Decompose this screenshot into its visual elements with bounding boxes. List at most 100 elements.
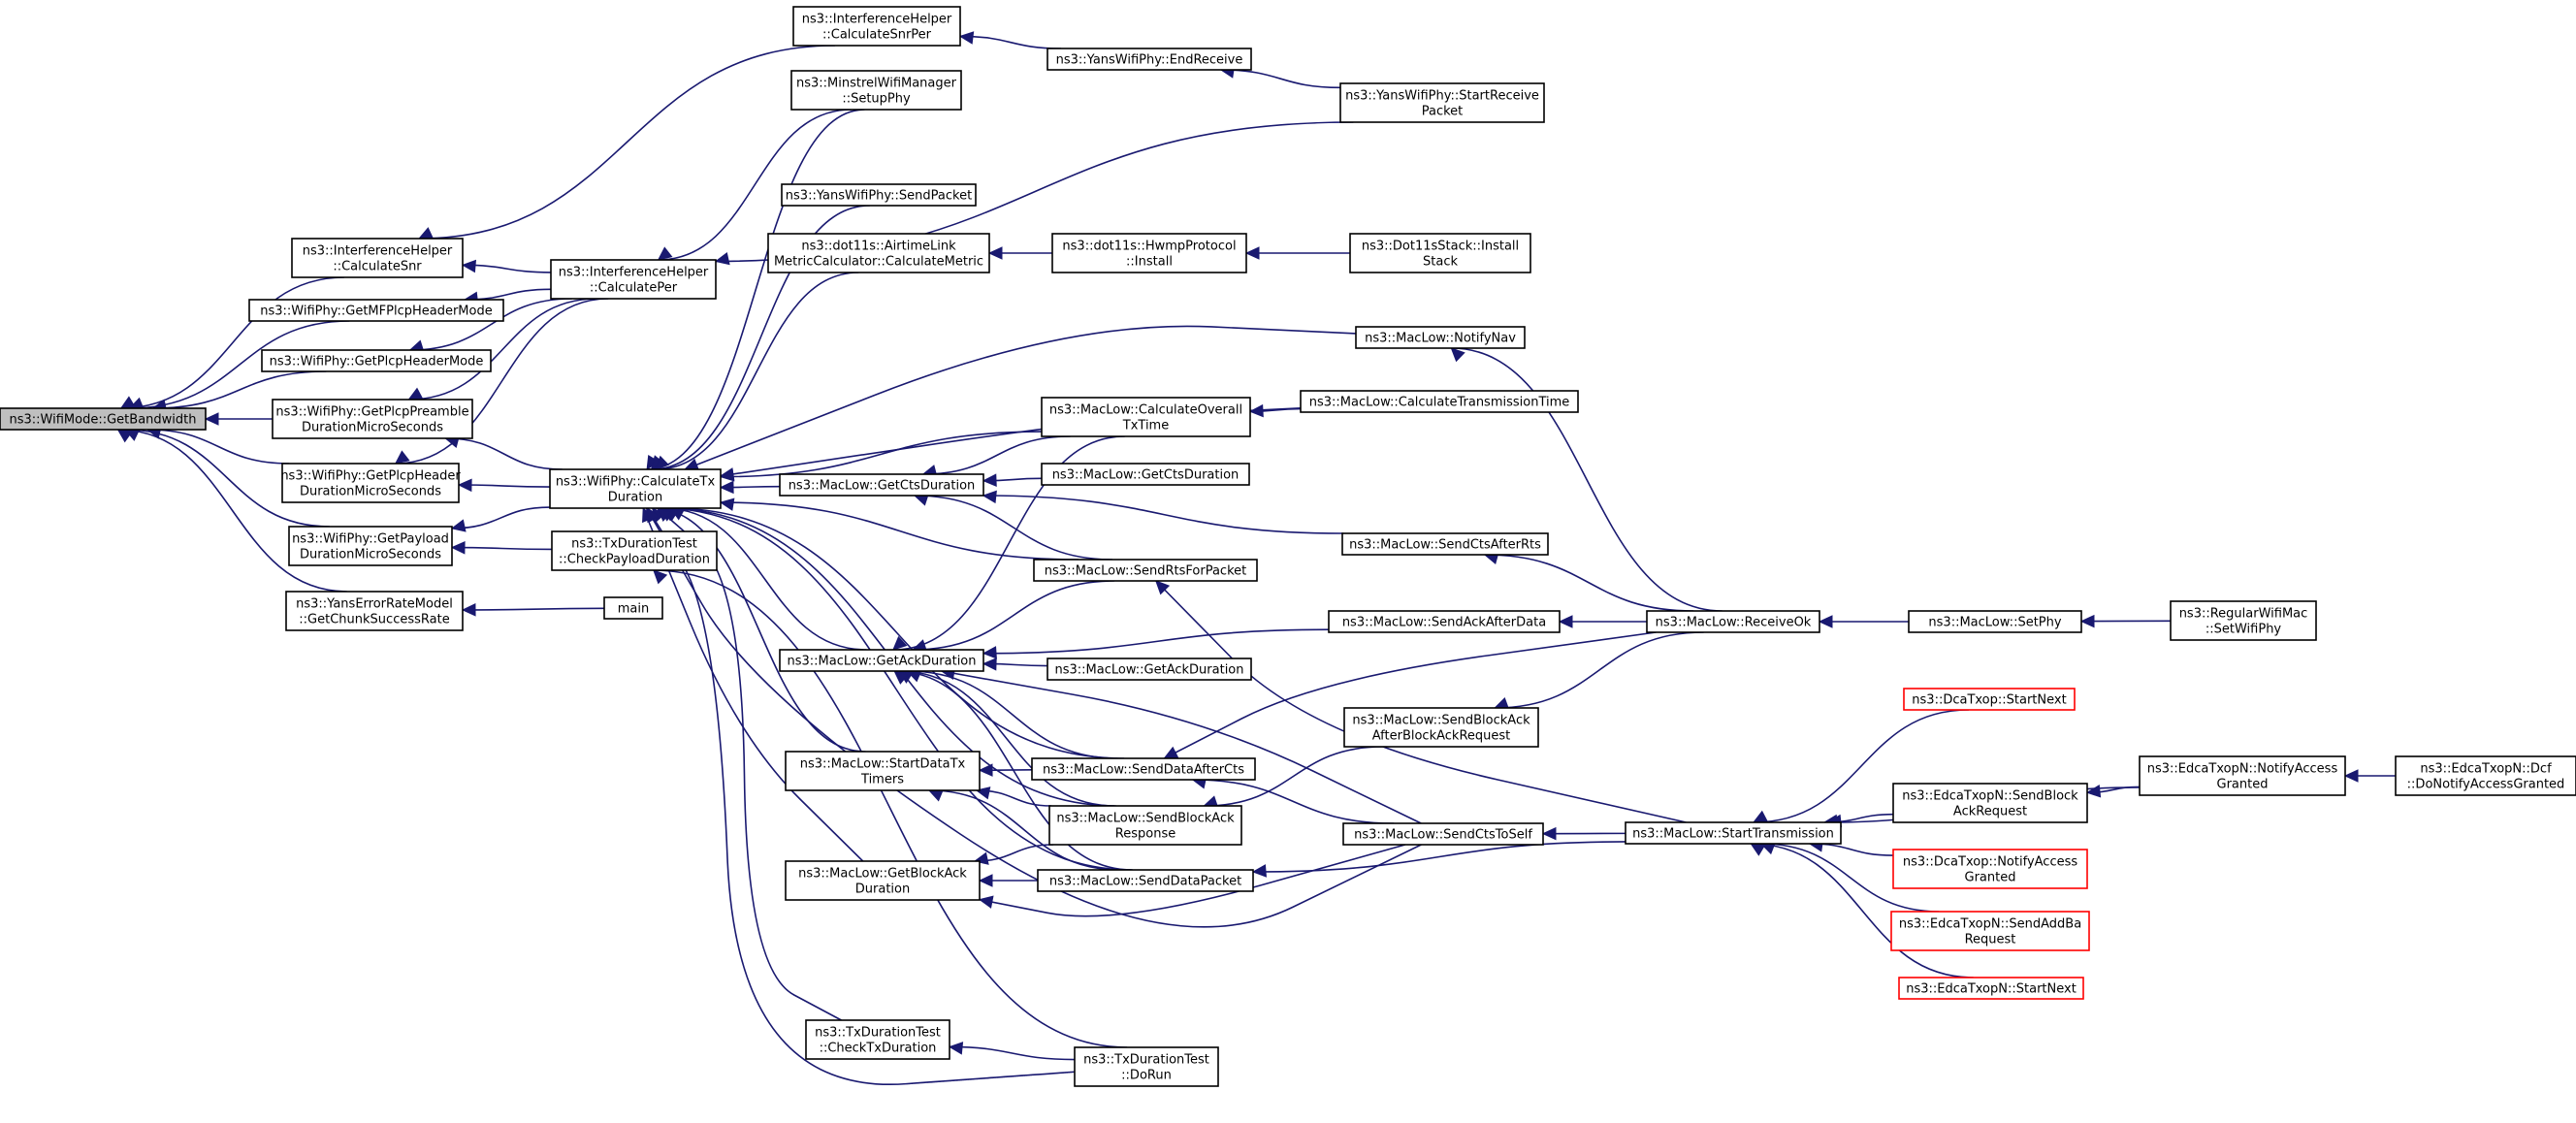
graph-node-n48[interactable]: ns3::TxDurationTest::CheckTxDuration <box>805 1019 950 1060</box>
node-label: ns3::MacLow::SendDataAfterCts <box>1043 763 1244 778</box>
graph-node-n09[interactable]: ns3::InterferenceHelper::CalculatePer <box>550 259 717 300</box>
arrowhead-icon <box>2085 785 2102 798</box>
graph-node-n23[interactable]: ns3::MacLow::GetCtsDuration <box>779 473 984 497</box>
node-box <box>781 183 977 207</box>
graph-node-n31[interactable]: ns3::RegularWifiMac::SetWifiPhy <box>2170 600 2317 641</box>
graph-node-n06[interactable]: ns3::WifiPhy::GetPayloadDurationMicroSec… <box>288 526 453 566</box>
graph-node-n07[interactable]: ns3::YansErrorRateModel::GetChunkSuccess… <box>285 591 464 631</box>
graph-node-n30[interactable]: ns3::MacLow::SetPhy <box>1908 610 2082 633</box>
call-edge <box>1754 709 1969 823</box>
node-box <box>1908 610 2082 633</box>
node-box <box>767 233 990 273</box>
graph-node-n49[interactable]: ns3::TxDurationTest::DoRun <box>1074 1046 1219 1087</box>
node-label: ::GetChunkSuccessRate <box>299 613 449 627</box>
arrowhead-icon <box>982 646 997 659</box>
graph-node-n22[interactable]: ns3::MacLow::CalculateTransmissionTime <box>1300 390 1579 413</box>
graph-node-n13[interactable]: ns3::YansWifiPhy::EndReceive <box>1046 48 1252 71</box>
graph-node-n24[interactable]: ns3::MacLow::GetCtsDuration <box>1041 463 1250 486</box>
node-label: ns3::TxDurationTest <box>571 537 697 552</box>
node-box <box>790 70 962 111</box>
call-edge <box>1164 631 1657 759</box>
graph-node-n15[interactable]: ns3::MinstrelWifiManager::SetupPhy <box>790 70 962 111</box>
node-label: ns3::MacLow::SendDataPacket <box>1049 875 1241 889</box>
graph-node-n03[interactable]: ns3::WifiPhy::GetPlcpHeaderMode <box>261 349 492 372</box>
call-edge <box>982 495 1344 534</box>
graph-node-n45[interactable]: ns3::DcaTxop::NotifyAccessGranted <box>1892 849 2088 889</box>
arrowhead-icon <box>982 490 997 504</box>
node-label: ns3::YansErrorRateModel <box>296 597 453 612</box>
graph-node-n16[interactable]: ns3::YansWifiPhy::SendPacket <box>781 183 977 207</box>
graph-node-n20[interactable]: ns3::MacLow::NotifyNav <box>1355 326 1526 349</box>
graph-node-n41[interactable]: ns3::DcaTxop::StartNext <box>1903 688 2076 711</box>
node-box <box>805 1019 950 1060</box>
call-edge <box>1451 347 1723 612</box>
graph-node-n18[interactable]: ns3::dot11s::HwmpProtocol::Install <box>1051 233 1247 273</box>
node-label: ns3::WifiPhy::GetPlcpHeaderMode <box>270 355 484 369</box>
node-box <box>785 751 981 791</box>
graph-node-n02[interactable]: ns3::WifiPhy::GetMFPlcpHeaderMode <box>248 299 504 322</box>
call-edge <box>152 370 327 409</box>
graph-node-n25[interactable]: ns3::MacLow::SendCtsAfterRts <box>1341 532 1549 556</box>
node-label: ns3::MacLow::GetCtsDuration <box>789 479 976 494</box>
graph-node-n35[interactable]: ns3::MacLow::SendDataAfterCts <box>1031 757 1256 781</box>
arrowhead-icon <box>204 412 219 426</box>
call-edge <box>670 507 1125 759</box>
call-edge <box>451 546 553 551</box>
node-box <box>285 591 464 631</box>
graph-node-n38[interactable]: ns3::MacLow::StartTransmission <box>1625 821 1842 845</box>
node-label: ns3::MacLow::StartDataTx <box>800 757 966 772</box>
arrowhead-icon <box>948 1042 964 1055</box>
graph-node-n01[interactable]: ns3::InterferenceHelper::CalculateSnr <box>291 238 464 278</box>
arrowhead-icon <box>892 635 908 651</box>
node-label: Response <box>1115 827 1175 842</box>
graph-node-n40[interactable]: ns3::MacLow::SendDataPacket <box>1037 869 1254 892</box>
graph-node-n12[interactable]: main <box>603 596 663 620</box>
node-label: Granted <box>1965 871 2016 885</box>
node-label: ns3::WifiPhy::GetPayload <box>292 532 449 547</box>
node-box <box>792 6 961 47</box>
node-label: ::Install <box>1126 255 1173 270</box>
graph-node-n29[interactable]: ns3::MacLow::ReceiveOk <box>1646 610 1820 633</box>
node-box <box>1031 757 1256 781</box>
graph-node-n33[interactable]: ns3::MacLow::SendBlockAckAfterBlockAckRe… <box>1343 707 1539 748</box>
arrowhead-icon <box>2343 769 2359 783</box>
graph-node-n32[interactable]: ns3::MacLow::GetAckDuration <box>1046 658 1252 681</box>
graph-node-n26[interactable]: ns3::MacLow::SendRtsForPacket <box>1033 559 1258 582</box>
arrowhead-icon <box>1450 347 1465 363</box>
call-edge <box>451 506 551 529</box>
graph-node-n08[interactable]: ns3::InterferenceHelper::CalculateSnrPer <box>792 6 961 47</box>
graph-node-n05[interactable]: ns3::WifiPhy::GetPlcpHeaderDurationMicro… <box>280 463 461 503</box>
node-box <box>1341 532 1549 556</box>
node-box <box>1339 82 1545 123</box>
graph-node-n04[interactable]: ns3::WifiPhy::GetPlcpPreambleDurationMic… <box>272 399 473 439</box>
node-box <box>248 299 504 322</box>
node-box <box>1892 849 2088 889</box>
node-box <box>261 349 492 372</box>
node-label: ns3::MacLow::GetAckDuration <box>1055 663 1244 678</box>
graph-node-n43[interactable]: ns3::EdcaTxopN::NotifyAccessGranted <box>2139 755 2346 796</box>
graph-node-n17[interactable]: ns3::dot11s::AirtimeLinkMetricCalculator… <box>767 233 990 273</box>
graph-node-n44[interactable]: ns3::EdcaTxopN::Dcf::DoNotifyAccessGrant… <box>2395 755 2576 796</box>
call-edge <box>1760 843 1940 913</box>
arrowhead-icon <box>646 506 660 524</box>
graph-node-n11[interactable]: ns3::TxDurationTest::CheckPayloadDuratio… <box>551 530 718 571</box>
node-box <box>1048 805 1242 846</box>
graph-node-n28[interactable]: ns3::MacLow::SendAckAfterData <box>1328 610 1561 633</box>
call-edge <box>419 45 835 240</box>
node-box <box>1328 610 1561 633</box>
graph-node-n27[interactable]: ns3::MacLow::GetAckDuration <box>779 649 984 672</box>
graph-node-n47[interactable]: ns3::EdcaTxopN::StartNext <box>1898 977 2084 1000</box>
node-label: ::CalculatePer <box>590 281 678 296</box>
node-label: ns3::Dot11sStack::Install <box>1362 240 1519 254</box>
arrowhead-icon <box>657 507 672 522</box>
graph-node-n37[interactable]: ns3::MacLow::SendCtsToSelf <box>1342 822 1544 846</box>
